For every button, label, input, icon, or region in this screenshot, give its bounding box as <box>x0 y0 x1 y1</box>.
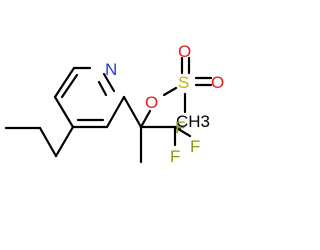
bond-ring-c3-c2 <box>105 95 126 129</box>
bond-ring-inner-c6-c5 <box>60 73 79 99</box>
bond-o-s <box>162 86 178 97</box>
atom-o-right: O <box>211 73 224 92</box>
atom-s: S <box>178 73 189 92</box>
atom-o-ether: O <box>145 93 158 112</box>
atom-ch3: CH3 <box>176 112 210 131</box>
bond-ring-inner-c2-n <box>97 80 108 97</box>
bond-ring-c5-c4 <box>53 95 75 129</box>
bond-methyl-stub <box>38 126 58 158</box>
atom-n: N <box>105 60 117 79</box>
bond-cq-o <box>139 109 152 129</box>
bond-ring-c2-n <box>102 72 116 93</box>
bond-ring-methyl <box>54 125 75 158</box>
molecule-diagram: N O S O O CH3 F F F <box>4 42 224 166</box>
structure-canvas: N O S O O CH3 F F F <box>4 42 225 166</box>
atom-f3: F <box>170 147 180 166</box>
bond-ring-c6-c5 <box>53 66 76 99</box>
atom-o-top: O <box>178 42 191 61</box>
atom-f2: F <box>190 137 200 156</box>
bond-c2-cq <box>122 95 143 129</box>
atom-f1: F <box>175 118 185 137</box>
bond-cf3-f-up <box>173 125 182 130</box>
